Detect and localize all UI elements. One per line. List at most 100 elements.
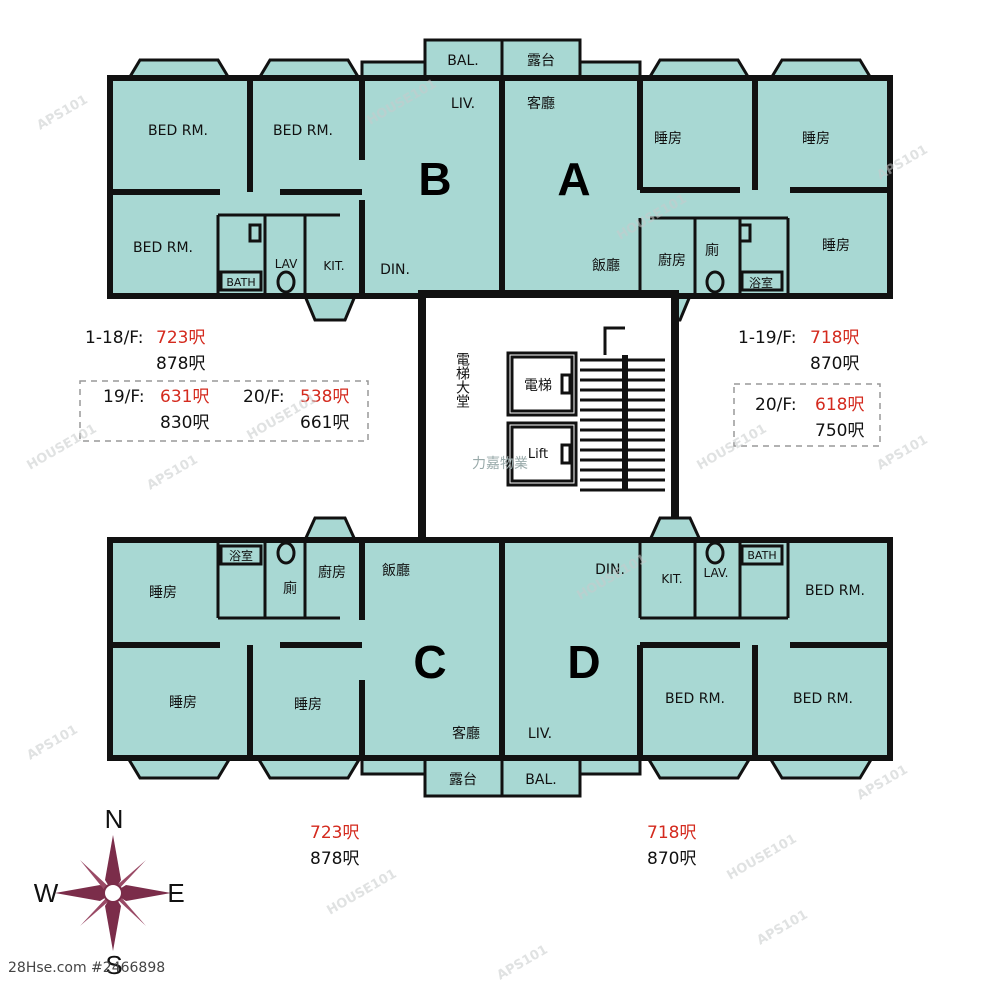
area-bottom-left: 723呎 878呎 <box>310 823 359 869</box>
unit-a-living: 客廳 <box>527 95 555 112</box>
unit-c-kitchen: 廚房 <box>318 564 346 581</box>
unit-c-bedroom-3: 睡房 <box>294 697 322 713</box>
bottom-wing <box>107 516 893 798</box>
unit-d-bath: BATH <box>747 549 776 562</box>
unit-d-balcony: BAL. <box>525 772 556 788</box>
unit-a-bedroom-3: 睡房 <box>822 238 850 254</box>
watermark-house: HOUSE101 <box>25 422 100 474</box>
top-wing <box>107 38 893 322</box>
watermark-house: HOUSE101 <box>695 422 770 474</box>
compass-north: N <box>105 804 124 834</box>
area-left-box2-saleable: 538呎 <box>300 387 349 407</box>
unit-c-letter: C <box>413 636 446 688</box>
area-bottom-right-saleable: 718呎 <box>647 823 696 843</box>
unit-a-toilet: 廁 <box>705 242 719 259</box>
watermark-house: HOUSE101 <box>325 867 400 919</box>
unit-d-bedroom-3: BED RM. <box>793 691 853 707</box>
footer-listing-id: 28Hse.com #2466898 <box>8 960 165 976</box>
watermark-aps: APS101 <box>145 452 201 493</box>
unit-a-dining: 飯廳 <box>592 257 620 274</box>
balcony-a <box>500 38 582 80</box>
unit-a-kitchen: 廚房 <box>658 252 686 269</box>
unit-a-letter: A <box>557 153 590 205</box>
unit-d-bedroom-2: BED RM. <box>665 691 725 707</box>
area-right-box-floor: 20/F: <box>755 395 797 415</box>
unit-c-bathroom: 浴室 <box>229 548 253 563</box>
unit-d-letter: D <box>567 636 600 688</box>
unit-a-bathroom: 浴室 <box>749 275 773 290</box>
watermark-aps: APS101 <box>35 92 91 133</box>
unit-b-bedroom-3: BED RM. <box>133 240 193 256</box>
compass-east: E <box>167 878 184 908</box>
management-watermark: 力嘉物業 <box>472 456 528 472</box>
lift-lobby-label: 電梯大堂 <box>454 352 470 408</box>
unit-c-dining: 飯廳 <box>382 562 410 579</box>
lift-1-label: 電梯 <box>524 378 552 394</box>
area-left-box1-gross: 830呎 <box>160 413 209 433</box>
unit-d-bedroom-1: BED RM. <box>805 583 865 599</box>
unit-c-bedroom-2: 睡房 <box>169 695 197 711</box>
unit-b-letter: B <box>418 153 451 205</box>
unit-a-balcony: 露台 <box>527 53 555 69</box>
balcony-b <box>423 38 504 80</box>
compass: N S E W <box>34 804 185 980</box>
unit-b-bedroom-1: BED RM. <box>148 123 208 139</box>
unit-c-toilet: 廁 <box>283 580 297 597</box>
area-left-box-2: 20/F: 538呎 661呎 <box>243 387 349 433</box>
unit-d-lavatory: LAV. <box>704 566 729 580</box>
unit-d-dining: DIN. <box>595 562 625 578</box>
area-left-top-gross: 878呎 <box>156 354 205 374</box>
compass-south: S <box>105 950 122 980</box>
core: 電梯大堂 電梯 Lift 力嘉物業 <box>418 290 679 548</box>
area-right-box-gross: 750呎 <box>815 421 864 441</box>
area-bottom-right: 718呎 870呎 <box>647 823 696 869</box>
unit-c: C 客廳 飯廳 睡房 睡房 睡房 廚房 廁 浴室 露台 <box>149 548 480 788</box>
area-left-box2-floor: 20/F: <box>243 387 285 407</box>
watermark-aps: APS101 <box>25 722 81 763</box>
area-right-top-gross: 870呎 <box>810 354 859 374</box>
area-right-top-saleable: 718呎 <box>810 328 859 348</box>
watermark-aps: APS101 <box>755 907 811 948</box>
unit-b-living: LIV. <box>451 96 475 112</box>
unit-a-bedroom-2: 睡房 <box>802 131 830 147</box>
watermark-aps: APS101 <box>875 432 931 473</box>
area-bottom-left-gross: 878呎 <box>310 849 359 869</box>
unit-b-dining: DIN. <box>380 262 410 278</box>
unit-d: D LIV. DIN. BED RM. BED RM. BED RM. KIT.… <box>525 549 865 788</box>
compass-west: W <box>34 878 59 908</box>
area-right-top-floor: 1-19/F: <box>738 328 797 348</box>
area-bottom-left-saleable: 723呎 <box>310 823 359 843</box>
area-right-box-saleable: 618呎 <box>815 395 864 415</box>
unit-b-balcony: BAL. <box>447 53 478 69</box>
unit-b-bedroom-2: BED RM. <box>273 123 333 139</box>
area-left-box1-saleable: 631呎 <box>160 387 209 407</box>
area-right-top: 1-19/F: 718呎 870呎 <box>738 328 859 374</box>
unit-b-kitchen: KIT. <box>323 259 344 273</box>
area-left-box-1: 19/F: 631呎 830呎 <box>103 387 209 433</box>
unit-b-lavatory: LAV <box>275 257 298 271</box>
unit-a: A 客廳 飯廳 睡房 睡房 睡房 廚房 廁 浴室 露台 <box>527 53 850 290</box>
area-left-top-saleable: 723呎 <box>156 328 205 348</box>
unit-c-bedroom-1: 睡房 <box>149 585 177 601</box>
lift-2-label: Lift <box>528 447 548 462</box>
unit-b-bath: BATH <box>226 276 255 289</box>
area-left-top-floor: 1-18/F: <box>85 328 144 348</box>
unit-d-living: LIV. <box>528 726 552 742</box>
area-right-box <box>733 383 881 447</box>
watermark-house: HOUSE101 <box>725 832 800 884</box>
watermark-aps: APS101 <box>495 942 551 983</box>
area-left-box2-gross: 661呎 <box>300 413 349 433</box>
area-right-box-content: 20/F: 618呎 750呎 <box>755 395 864 441</box>
area-left-box1-floor: 19/F: <box>103 387 145 407</box>
staircase <box>580 326 665 492</box>
area-bottom-right-gross: 870呎 <box>647 849 696 869</box>
area-left-box <box>79 380 369 442</box>
area-left-top: 1-18/F: 723呎 878呎 <box>85 328 205 374</box>
unit-b: B LIV. DIN. BED RM. BED RM. BED RM. KIT.… <box>133 53 479 289</box>
unit-c-balcony: 露台 <box>449 772 477 788</box>
unit-a-bedroom-1: 睡房 <box>654 131 682 147</box>
unit-c-living: 客廳 <box>452 725 480 742</box>
compass-rose-icon <box>55 835 171 951</box>
unit-d-kitchen: KIT. <box>661 572 682 586</box>
